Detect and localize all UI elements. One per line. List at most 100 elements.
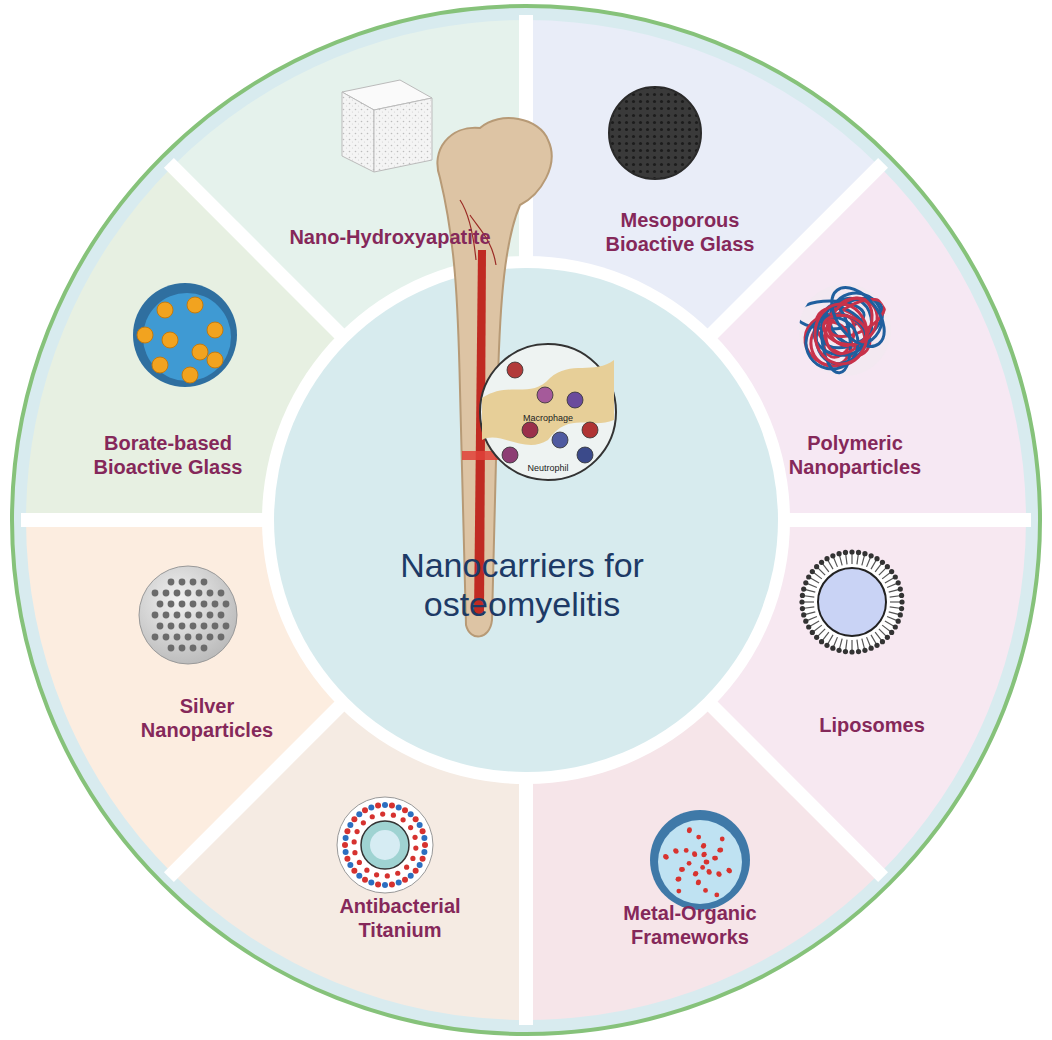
- polymer-strand: [821, 278, 894, 356]
- silver-dot: [201, 645, 208, 652]
- borate-icon: [133, 283, 237, 387]
- cube-icon: [342, 92, 374, 172]
- silver-dot: [207, 612, 214, 619]
- mof-dot: [716, 871, 721, 876]
- ion-dot: [408, 825, 413, 830]
- ion-dot: [382, 802, 388, 808]
- lipid-head: [843, 649, 848, 654]
- ion-dot: [375, 881, 381, 887]
- segment-label: Polymeric Nanoparticles: [775, 431, 935, 479]
- cell-label: Macrophage: [523, 413, 573, 423]
- ion-dot: [412, 835, 417, 840]
- ion-dot: [343, 835, 349, 841]
- ion-dot: [356, 811, 362, 817]
- zoom-circle: [480, 344, 616, 480]
- mof-dot: [692, 852, 697, 857]
- lipid-head: [810, 630, 815, 635]
- silver-dot: [168, 579, 175, 586]
- silver-dot: [223, 623, 230, 630]
- mof-dot: [707, 870, 712, 875]
- silver-dot: [152, 634, 159, 641]
- silver-dot: [174, 612, 181, 619]
- silver-dot: [196, 634, 203, 641]
- ion-dot: [351, 816, 357, 822]
- silver-dot: [190, 601, 197, 608]
- lipid-head: [803, 580, 808, 585]
- silver-dot: [174, 634, 181, 641]
- ion-dot: [382, 882, 388, 888]
- segment-node: Polymeric Nanoparticles: [775, 431, 935, 479]
- segment-label: Liposomes: [792, 713, 952, 737]
- silver-icon: [139, 566, 237, 664]
- silver-dot: [190, 579, 197, 586]
- mof-dot: [706, 869, 711, 874]
- mof-dot: [679, 867, 684, 872]
- segment-node: Liposomes: [792, 713, 952, 737]
- silver-dot: [196, 612, 203, 619]
- lipid-head: [880, 560, 885, 565]
- mof-dot: [701, 843, 706, 848]
- titanium-core: [370, 830, 400, 860]
- mof-dot: [727, 869, 732, 874]
- cell: [537, 387, 553, 403]
- center-node: Nanocarriers for osteomyelitis: [372, 546, 672, 624]
- lipid-head: [806, 624, 811, 629]
- lipid-head: [800, 593, 805, 598]
- mof-dot: [693, 872, 698, 877]
- cell: [567, 392, 583, 408]
- polymer-icon: [799, 284, 891, 376]
- ion-dot: [396, 880, 402, 886]
- cell: [507, 362, 523, 378]
- segment-node: Antibacterial Titanium: [325, 894, 475, 942]
- ion-dot: [347, 822, 353, 828]
- mof-icon: [658, 820, 742, 904]
- ion-dot: [361, 820, 366, 825]
- silver-dot: [179, 601, 186, 608]
- borate-dot: [182, 367, 198, 383]
- lipid-head: [889, 569, 894, 574]
- ion-dot: [395, 871, 400, 876]
- outer-ring: [12, 6, 1040, 1034]
- lipid-head: [814, 635, 819, 640]
- segment-label: Borate-based Bioactive Glass: [73, 431, 263, 479]
- silver-dot: [218, 612, 225, 619]
- ion-dot: [421, 835, 427, 841]
- lipid-head: [880, 639, 885, 644]
- ion-dot: [380, 811, 385, 816]
- mof-dot: [701, 844, 706, 849]
- ion-dot: [375, 803, 381, 809]
- lipid-head: [885, 635, 890, 640]
- ion-dot: [357, 860, 362, 865]
- silver-dot: [212, 601, 219, 608]
- lipid-head: [899, 606, 904, 611]
- segment-gap: [169, 163, 883, 877]
- mof-dot: [713, 856, 718, 861]
- silver-dot: [168, 601, 175, 608]
- mof-dot: [705, 860, 710, 865]
- ion-dot: [364, 868, 369, 873]
- cell: [502, 447, 518, 463]
- mof-dot: [673, 848, 678, 853]
- ion-dot: [417, 862, 423, 868]
- silver-dot: [201, 623, 208, 630]
- lipid-head: [869, 646, 874, 651]
- silver-dot: [185, 612, 192, 619]
- liposome-icon: [802, 552, 902, 652]
- lipid-head: [819, 639, 824, 644]
- lipid-head: [893, 624, 898, 629]
- mof-dot: [718, 848, 723, 853]
- lipid-head: [824, 556, 829, 561]
- ion-dot: [391, 813, 396, 818]
- silver-dot: [168, 623, 175, 630]
- ion-dot: [370, 814, 375, 819]
- lipid-head: [836, 551, 841, 556]
- cell-label: Neutrophil: [527, 463, 568, 473]
- mof-dot: [700, 865, 705, 870]
- cube-icon: [374, 98, 432, 172]
- segment-node: Mesoporous Bioactive Glass: [595, 208, 765, 256]
- ion-dot: [402, 807, 408, 813]
- segment-label: Antibacterial Titanium: [325, 894, 475, 942]
- mof-dot: [696, 835, 701, 840]
- silver-dot: [174, 590, 181, 597]
